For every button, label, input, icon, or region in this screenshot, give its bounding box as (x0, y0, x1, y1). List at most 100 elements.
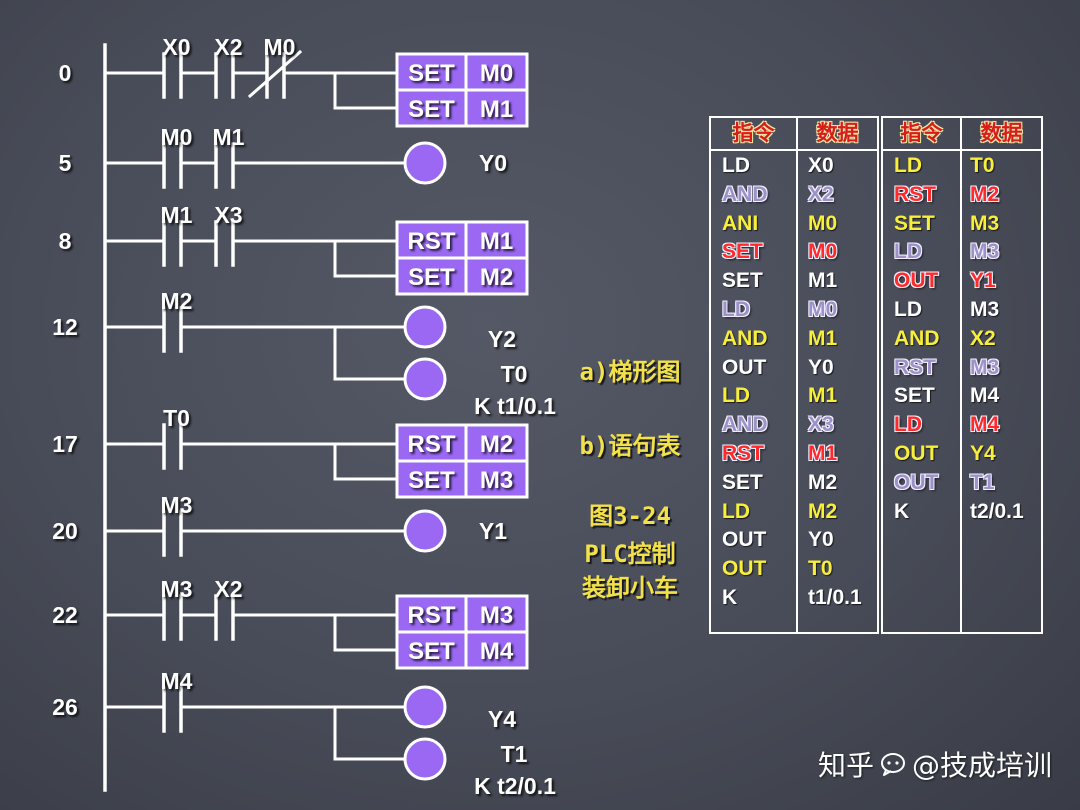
coil-label: Y2 (488, 326, 516, 352)
normally-open-contact: X2 (214, 576, 243, 641)
row-instruction: RST (722, 442, 764, 465)
row-instruction: AND (722, 182, 768, 206)
rung-step-number: 17 (52, 431, 78, 457)
row-operand: Y4 (970, 442, 996, 465)
output-coil: Y4 (403, 685, 516, 732)
row-instruction: K (722, 586, 738, 609)
contact-label: M1 (161, 202, 193, 228)
row-operand: Y1 (970, 269, 996, 293)
row-operand: X2 (970, 326, 996, 350)
coil-label: Y4 (488, 706, 516, 732)
contact-label: M1 (213, 124, 245, 150)
caption-ladder: a)梯形图 (579, 358, 681, 386)
table-row: LD X0 (711, 151, 877, 180)
watermark-account: @技成培训 (912, 749, 1053, 782)
normally-open-contact: M1 (213, 124, 245, 189)
branch-wire (333, 705, 407, 761)
coil-symbol (403, 737, 447, 781)
normally-open-contact: M2 (161, 288, 192, 353)
row-operand: M4 (970, 384, 1000, 408)
normally-open-contact: T0 (162, 405, 190, 470)
caption-instruction-list: b)语句表 (579, 432, 681, 460)
instruction-box-frame (395, 594, 529, 634)
output-coil: Y2 (403, 305, 516, 352)
row-instruction: SET (722, 240, 763, 264)
row-instruction: AND (894, 326, 940, 350)
row-operand: M1 (808, 326, 838, 350)
timer-preset: K t1/0.1 (474, 393, 556, 419)
rung-step-number: 20 (52, 518, 78, 544)
coil-symbol (403, 509, 447, 553)
row-instruction: LD (722, 384, 750, 408)
instruction-box-frame (395, 459, 529, 499)
row-instruction: RST (894, 355, 936, 379)
row-instruction: LD (722, 499, 750, 523)
branch-wire (333, 613, 399, 652)
row-instruction: LD (894, 298, 922, 321)
row-operand: M0 (808, 240, 838, 264)
row-instruction: OUT (894, 442, 939, 465)
output-coil: T1K t2/0.1 (403, 737, 556, 799)
row-operand: M3 (970, 355, 1000, 379)
contact-label: T0 (163, 405, 190, 431)
instruction-box-command: SET (408, 60, 455, 87)
header-instruction: 指令 (900, 121, 943, 145)
instruction-box: SET M0 (395, 52, 529, 92)
coil-symbol (403, 305, 447, 349)
table-row: SET M0 (711, 237, 877, 266)
instruction-box-frame (395, 423, 529, 463)
contact-label: X0 (162, 34, 190, 60)
caption-figure-number: 图3-24 (589, 502, 671, 530)
column-divider (796, 118, 798, 632)
rung-step-number: 0 (59, 60, 72, 86)
instruction-box-operand: M3 (480, 602, 513, 629)
row-operand: M1 (808, 269, 838, 293)
instruction-box-operand: M0 (480, 60, 513, 87)
contact-label: X3 (214, 202, 242, 228)
output-coil: Y0 (403, 141, 507, 185)
header-data: 数据 (816, 121, 859, 145)
output-coil: T0K t1/0.1 (403, 357, 556, 419)
normally-open-contact: M1 (161, 202, 193, 267)
contact-label: M3 (161, 576, 193, 602)
contact-label: X2 (214, 576, 242, 602)
table-header: 指令 数据 (883, 118, 1041, 151)
instruction-box-command: RST (408, 228, 456, 255)
normally-open-contact: X0 (162, 34, 191, 99)
row-operand: M3 (970, 211, 1000, 235)
row-instruction: RST (894, 182, 936, 206)
rung-step-number: 5 (59, 150, 72, 176)
row-instruction: OUT (894, 269, 939, 293)
row-operand: M3 (970, 240, 1000, 264)
timer-preset: K t2/0.1 (474, 773, 556, 799)
instruction-box-operand: M3 (480, 467, 513, 494)
row-instruction: LD (722, 154, 750, 177)
row-operand: X0 (808, 154, 834, 177)
rung-step-number: 26 (52, 694, 78, 720)
row-instruction: LD (894, 240, 922, 264)
table-row: RST M3 (883, 353, 1041, 382)
rung-step-number: 12 (52, 314, 78, 340)
rung-step-number: 22 (52, 602, 78, 628)
contact-label: M3 (161, 492, 193, 518)
coil-label: Y0 (479, 150, 507, 176)
header-data: 数据 (980, 121, 1023, 145)
branch-wire (333, 325, 407, 381)
header-instruction: 指令 (732, 121, 775, 145)
branch-wire (333, 442, 399, 481)
normally-open-contact: X3 (214, 202, 243, 267)
